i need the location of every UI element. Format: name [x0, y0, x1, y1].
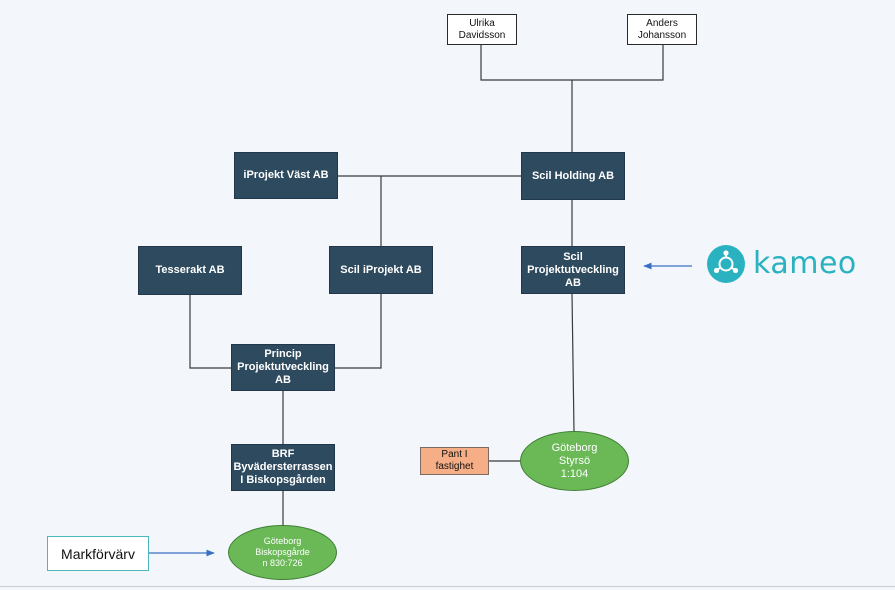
node-brf-byvadersterrassen: BRF Byvädersterrassen I Biskopsgården [231, 444, 335, 491]
node-tesserakt: Tesserakt AB [138, 246, 242, 295]
node-scil-iprojekt: Scil iProjekt AB [329, 246, 433, 294]
bottom-divider [0, 586, 895, 587]
kameo-logo-text: kameo [753, 246, 857, 281]
kameo-network-icon [707, 245, 745, 283]
connector-projektutveckling-styrso [571, 293, 575, 432]
connector-owners [480, 44, 664, 81]
connector-tesserakt-princip [189, 295, 231, 369]
kameo-logo: kameo [707, 243, 857, 285]
connector-scil-iprojekt-princip [335, 294, 382, 369]
node-goteborg-biskopsgarden: Göteborg Biskopsgårde n 830:726 [228, 525, 337, 580]
node-iprojekt-vast: iProjekt Väst AB [234, 152, 338, 199]
node-goteborg-styrso: Göteborg Styrsö 1:104 [520, 431, 629, 491]
node-anders-johansson: Anders Johansson [627, 14, 697, 45]
node-princip-projektutveckling: Princip Projektutveckling AB [231, 344, 335, 391]
node-ulrika-davidsson: Ulrika Davidsson [447, 14, 517, 45]
node-scil-projektutveckling: Scil Projektutveckling AB [521, 246, 625, 294]
node-pant-fastighet: Pant I fastighet [420, 447, 489, 475]
node-markforvarv: Markförvärv [47, 536, 149, 571]
node-scil-holding: Scil Holding AB [521, 152, 625, 200]
